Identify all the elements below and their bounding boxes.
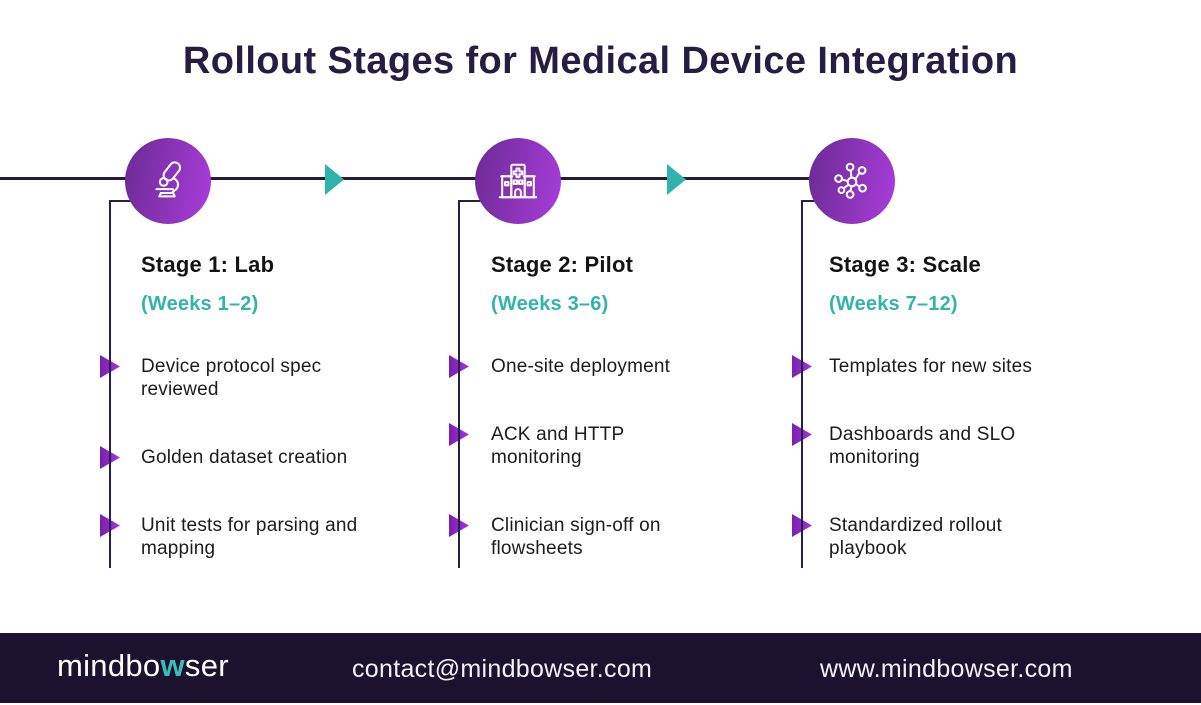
- microscope-icon: [155, 161, 182, 198]
- item-text: One-site deployment: [491, 356, 671, 377]
- item-text: ACK and HTTP monitoring: [491, 424, 625, 468]
- stage-2-list: One-site deployment ACK and HTTP monitor…: [449, 355, 771, 560]
- stage-3-heading: Stage 3: Scale: [829, 252, 981, 277]
- stage-1-connector-line: [109, 200, 170, 568]
- stage-3-badge: [809, 138, 895, 224]
- list-item: Golden dataset creation: [100, 446, 421, 469]
- logo-text-suffix: ser: [184, 648, 229, 683]
- stage-2-weeks: (Weeks 3–6): [491, 293, 609, 315]
- stage-2-connector-line: [458, 200, 520, 568]
- list-item: ACK and HTTP monitoring: [449, 423, 771, 469]
- timeline-arrow-icon: [667, 164, 686, 195]
- list-item: Unit tests for parsing and mapping: [100, 514, 421, 560]
- item-text: Golden dataset creation: [141, 447, 348, 468]
- footer-bar: mindbowser contact@mindbowser.com www.mi…: [0, 633, 1201, 703]
- logo-text-prefix: mindbo: [57, 648, 161, 683]
- website-url: www.mindbowser.com: [820, 655, 1073, 683]
- timeline-arrow-icon: [325, 164, 344, 195]
- item-text: Clinician sign-off on flowsheets: [491, 515, 661, 559]
- list-item: One-site deployment: [449, 355, 771, 378]
- stage-2-badge: [475, 138, 561, 224]
- logo-w-accent: w: [160, 648, 185, 683]
- list-item: Standardized rollout playbook: [792, 514, 1109, 560]
- list-item: Device protocol spec reviewed: [100, 355, 421, 401]
- stage-1-badge: [125, 138, 211, 224]
- item-text: Standardized rollout playbook: [829, 515, 1002, 559]
- contact-email: contact@mindbowser.com: [352, 655, 653, 683]
- item-text: Dashboards and SLO monitoring: [829, 424, 1016, 468]
- stage-3-connector-line: [801, 200, 854, 568]
- item-text: Unit tests for parsing and mapping: [141, 515, 358, 559]
- stage-1-weeks: (Weeks 1–2): [141, 293, 259, 315]
- stage-1-heading: Stage 1: Lab: [141, 252, 275, 277]
- network-hub-icon: [834, 162, 867, 199]
- stage-3-weeks: (Weeks 7–12): [829, 293, 958, 315]
- item-text: Device protocol spec reviewed: [141, 356, 322, 400]
- list-item: Templates for new sites: [792, 355, 1109, 378]
- list-item: Dashboards and SLO monitoring: [792, 423, 1109, 469]
- hospital-icon: [498, 163, 538, 199]
- mindbowser-logo: mindbowser: [57, 648, 229, 684]
- item-text: Templates for new sites: [829, 356, 1033, 377]
- page-title: Rollout Stages for Medical Device Integr…: [182, 40, 1019, 82]
- stage-2-heading: Stage 2: Pilot: [491, 252, 634, 277]
- stage-1-list: Device protocol spec reviewed Golden dat…: [100, 355, 421, 560]
- stage-3-list: Templates for new sites Dashboards and S…: [792, 355, 1109, 560]
- timeline-line: [0, 177, 853, 180]
- list-item: Clinician sign-off on flowsheets: [449, 514, 771, 560]
